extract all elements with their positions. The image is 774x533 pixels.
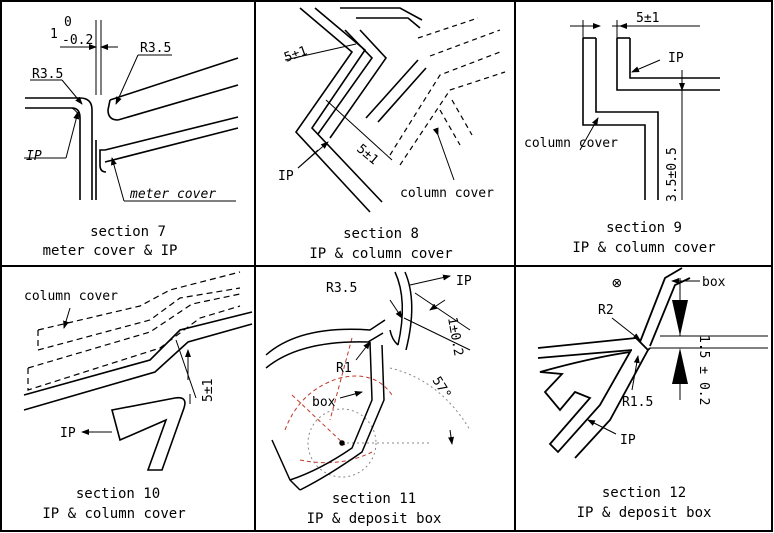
section-9-column-cover-label: column cover xyxy=(524,136,618,151)
section-10-caption-subtitle: IP & column cover xyxy=(42,506,185,522)
section-11-box-label: box xyxy=(312,395,336,410)
section-10-caption-title: section 10 xyxy=(76,486,160,502)
panel-section-7: 0 1 -0.2 R3.5 R3.5 IP meter cover sectio… xyxy=(24,15,239,259)
section-12-caption-title: section 12 xyxy=(602,485,686,501)
section-10-ip-label: IP xyxy=(60,426,76,441)
panel-section-11: R3.5 IP 1±0.2 R1 57° box section 11 IP &… xyxy=(265,271,472,527)
section-12-symbol-icon: ⊗ xyxy=(612,273,622,292)
section-8-dim-a: 5±1 xyxy=(282,44,309,66)
panel-section-10: column cover IP 5±1 section 10 IP & colu… xyxy=(23,271,253,522)
section-7-ip-label: IP xyxy=(26,149,42,164)
section-8-caption-subtitle: IP & column cover xyxy=(309,246,452,262)
section-9-dim-b: 3.5±0.5 xyxy=(665,147,680,202)
section-11-caption-subtitle: IP & deposit box xyxy=(307,511,442,527)
section-11-ip-label: IP xyxy=(456,274,472,289)
section-12-drawing xyxy=(537,267,768,459)
section-7-caption-subtitle: meter cover & IP xyxy=(43,243,178,259)
section-7-tol-nominal: 1 xyxy=(50,27,58,42)
section-9-dim-a: 5±1 xyxy=(636,11,659,26)
section-8-dim-b: 5±1 xyxy=(353,142,381,169)
section-8-drawing xyxy=(284,7,506,213)
section-12-dim-a: 1.5 ± 0.2 xyxy=(696,335,711,405)
section-8-caption-title: section 8 xyxy=(343,226,419,242)
section-7-radius-left: R3.5 xyxy=(32,67,63,82)
section-12-caption-subtitle: IP & deposit box xyxy=(577,505,712,521)
section-12-radius-b: R1.5 xyxy=(622,395,653,410)
section-11-angle-label: 57° xyxy=(429,374,454,402)
section-7-tol-bottom: -0.2 xyxy=(62,33,93,48)
section-7-drawing xyxy=(24,20,239,202)
section-12-ip-label: IP xyxy=(620,433,636,448)
section-12-dim-arrow-bottom xyxy=(672,348,688,384)
section-9-drawing xyxy=(570,20,720,200)
section-11-radius-b: R1 xyxy=(336,361,352,376)
section-7-tol-top: 0 xyxy=(64,15,72,30)
panel-section-8: 5±1 5±1 IP column cover section 8 IP & c… xyxy=(278,7,506,262)
panel-section-9: 5±1 IP column cover 3.5±0.5 section 9 IP… xyxy=(524,11,720,256)
section-12-dim-arrow-top xyxy=(672,300,688,336)
section-9-ip-label: IP xyxy=(668,51,684,66)
section-12-radius-a: R2 xyxy=(598,303,614,318)
section-11-caption-title: section 11 xyxy=(332,491,416,507)
section-11-radius-a: R3.5 xyxy=(326,281,357,296)
section-8-ip-label: IP xyxy=(278,169,294,184)
section-10-column-cover-label: column cover xyxy=(24,289,118,304)
section-10-dim-a: 5±1 xyxy=(201,379,216,402)
section-12-box-label: box xyxy=(702,275,726,290)
section-9-caption-title: section 9 xyxy=(606,220,682,236)
section-7-meter-cover-label: meter cover xyxy=(129,187,216,202)
section-11-drawing xyxy=(265,271,471,491)
section-10-drawing xyxy=(23,271,253,471)
section-8-column-cover-label: column cover xyxy=(400,186,494,201)
section-7-caption-title: section 7 xyxy=(90,224,166,240)
section-9-caption-subtitle: IP & column cover xyxy=(572,240,715,256)
section-7-radius-right: R3.5 xyxy=(140,41,171,56)
section-11-dim-a: 1±0.2 xyxy=(444,316,466,357)
panel-section-12: ⊗ box R2 1.5 ± 0.2 R1.5 IP section 12 IP… xyxy=(537,267,768,521)
